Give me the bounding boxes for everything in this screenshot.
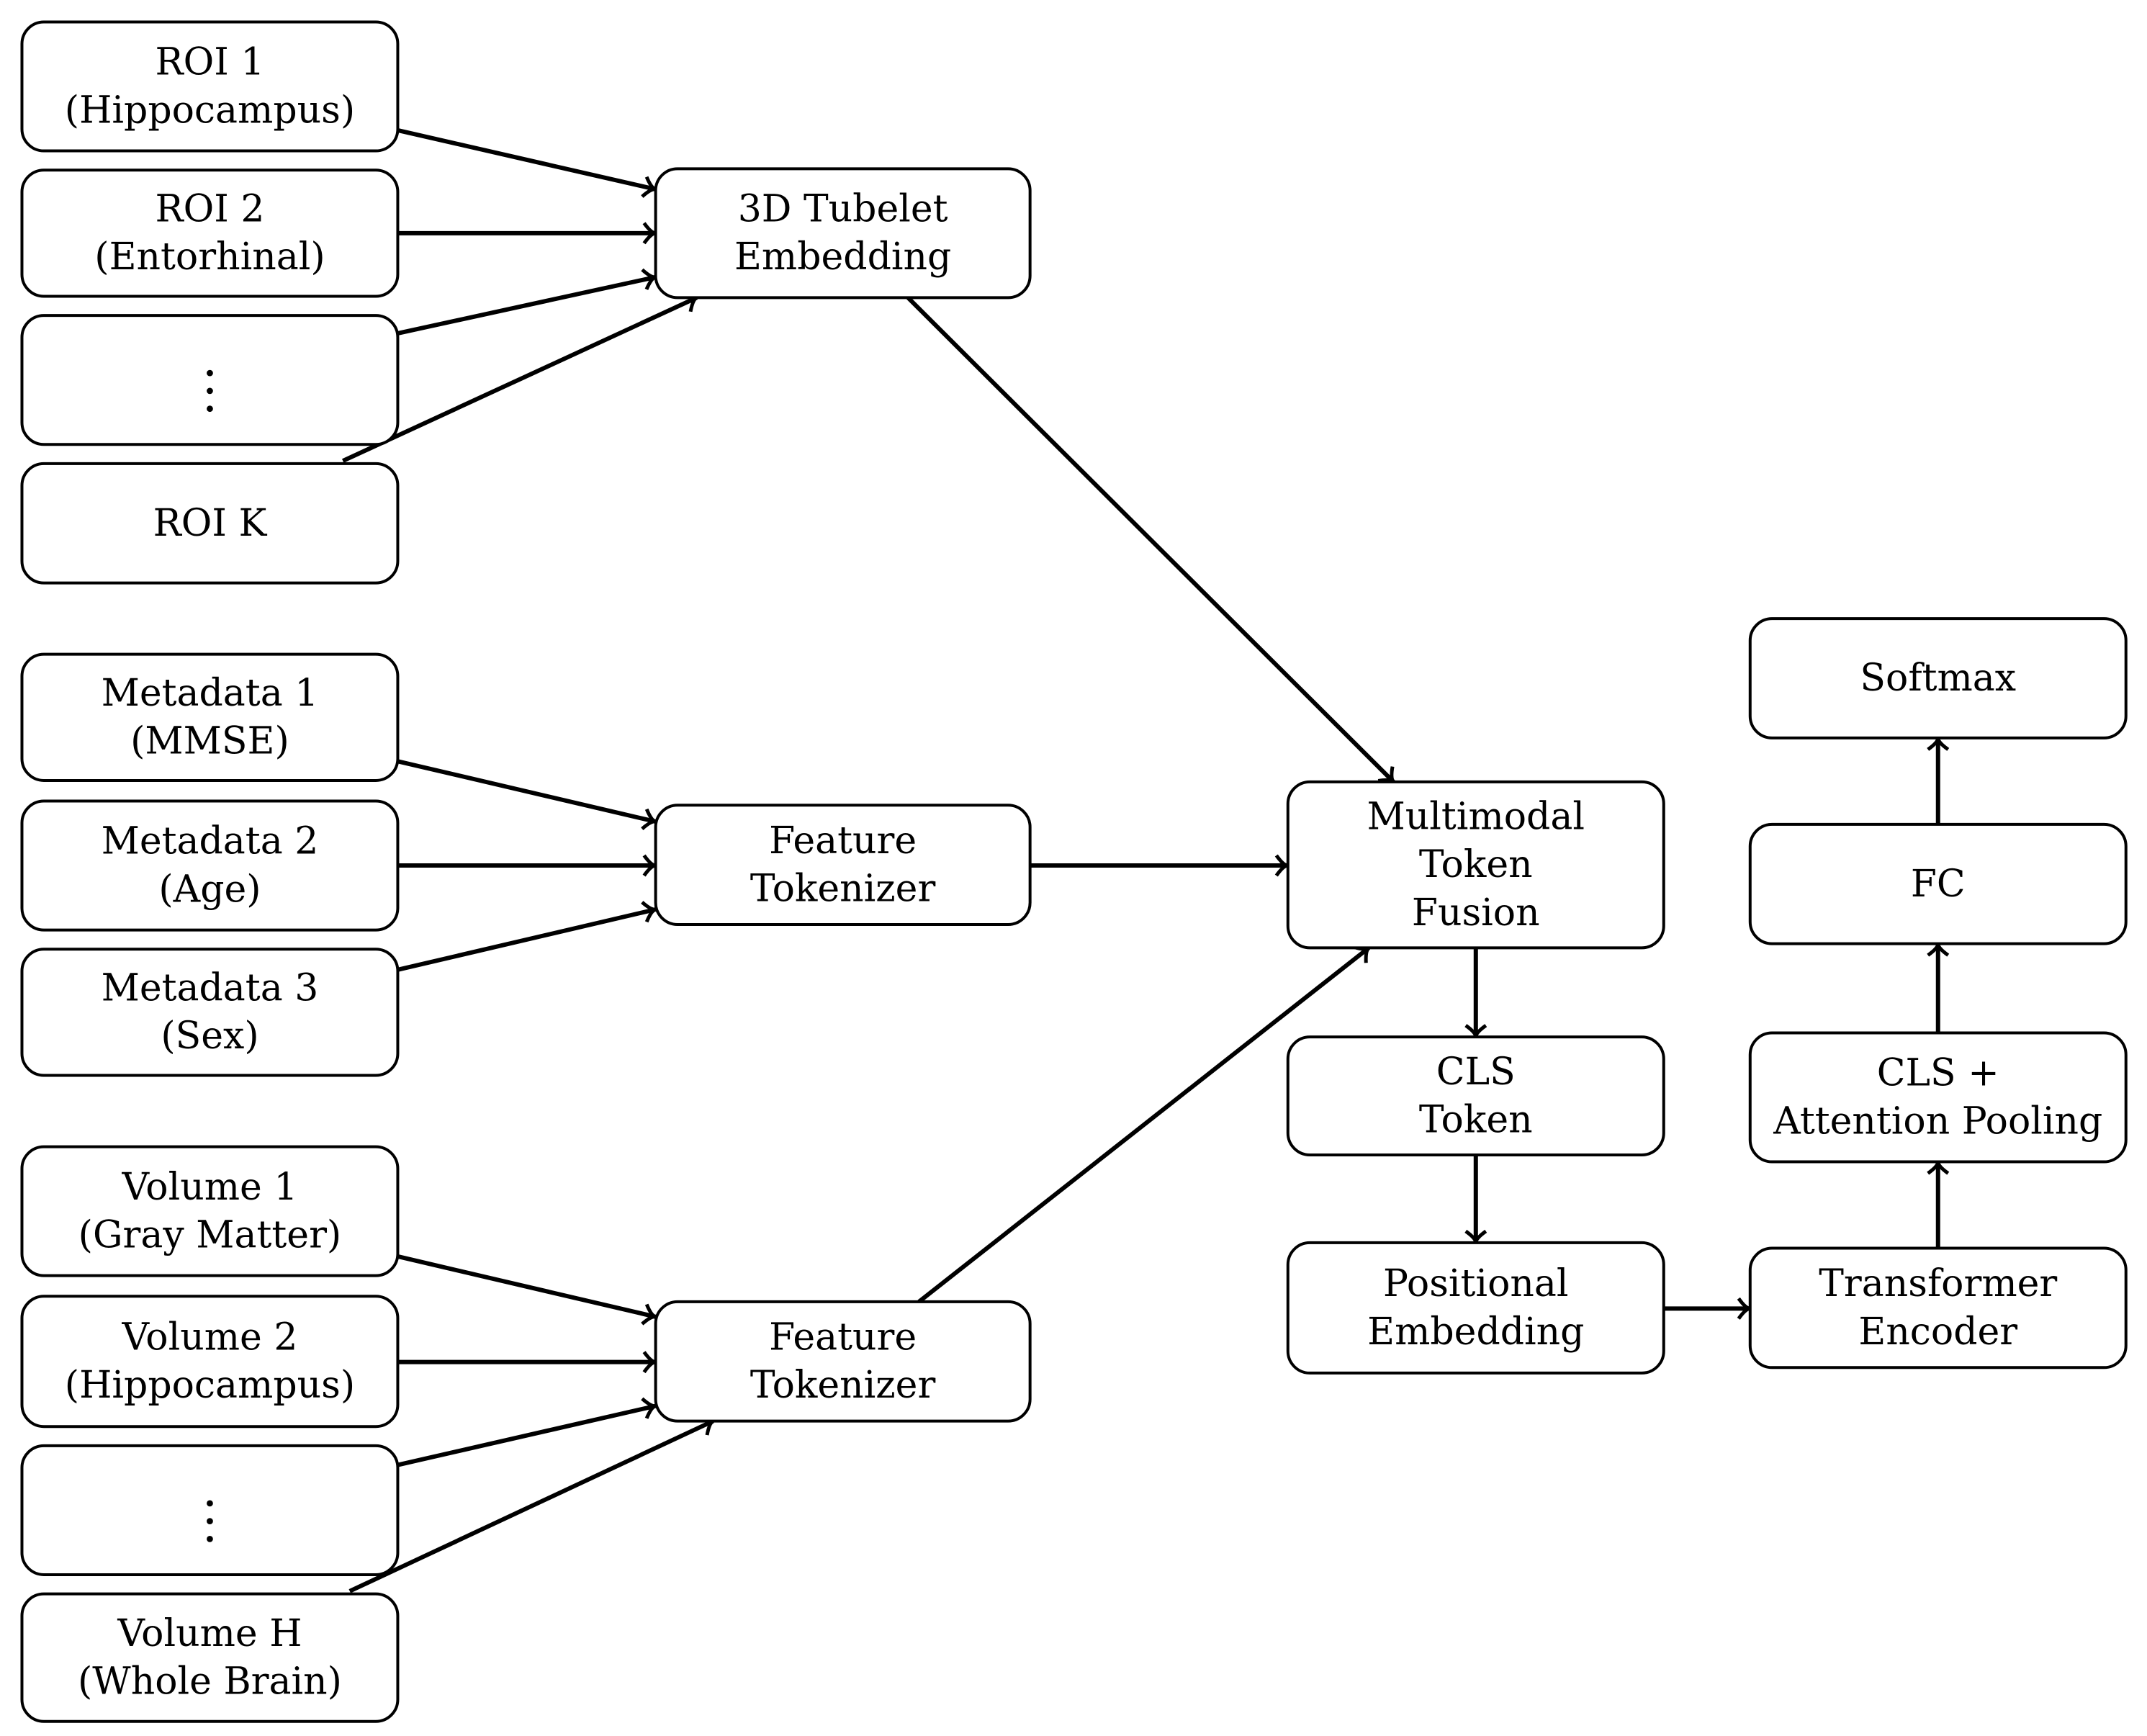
node-pooling: CLS +Attention Pooling [1748,1031,2128,1164]
node-label-meta1-1: (MMSE) [130,720,289,763]
node-meta1: Metadata 1 (MMSE) [20,652,400,782]
node-label-meta3-0: Metadata 3 [102,967,319,1010]
node-label-tok_meta-0: Feature [769,819,917,863]
node-box-vol2 [20,1295,400,1429]
node-label-meta1-0: Metadata 1 [102,672,319,715]
node-label-cls_token-0: CLS [1436,1051,1516,1094]
node-box-meta3 [20,948,400,1077]
node-label-pooling-1: Attention Pooling [1773,1099,2102,1143]
node-box-vol_ellipsis [20,1444,400,1576]
node-vol1: Volume 1(Gray Matter) [20,1145,400,1277]
node-box-tok_meta [654,804,1032,926]
nodes-layer: ROI 1 (Hippocampus) ROI 2(Entorhinal) ROI K… [20,20,2128,1723]
node-label-transformer-1: Encoder [1858,1310,2017,1354]
node-meta2: Metadata 2 (Age) [20,799,400,932]
node-box-meta1 [20,652,400,782]
node-roi2: ROI 2(Entorhinal) [20,168,400,298]
edge-roi1-to-tubelet [397,128,657,198]
node-label-fc-0: FC [1911,863,1966,906]
node-label-tubelet-0: 3D Tubelet [738,188,948,231]
node-label-positional-0: Positional [1383,1262,1568,1305]
node-box-roi1 [20,20,400,153]
node-label-roi1-1: (Hippocampus) [65,89,355,132]
node-box-tubelet [654,167,1032,300]
edge-meta1-to-tok_meta [397,759,657,830]
node-box-tok_vol [654,1300,1032,1423]
node-volh: Volume H (Whole Brain) [20,1592,400,1723]
node-box-pooling [1748,1031,2128,1164]
node-label-meta3-1: (Sex) [161,1015,258,1058]
node-meta3: Metadata 3 (Sex) [20,948,400,1077]
edge-vol_ellipsis-to-tok_vol [397,1397,657,1467]
node-label-meta2-0: Metadata 2 [102,820,319,863]
node-label-roik-0: ROI K [153,502,268,545]
edge-tubelet-to-fusion [906,296,1395,783]
node-label-softmax-0: Softmax [1860,657,2016,700]
node-fc: FC [1748,822,2128,945]
node-vol_ellipsis [20,1444,400,1576]
node-softmax: Softmax [1748,617,2128,739]
node-label-roi1-0: ROI 1 [155,41,264,84]
node-box-fc [1748,822,2128,945]
node-label-roi2-0: ROI 2 [155,188,264,231]
node-label-volh-0: Volume H [117,1612,302,1655]
edge-vol1-to-tok_vol [397,1254,657,1326]
node-box-fusion [1286,780,1665,950]
node-box-softmax [1748,617,2128,739]
vertical-ellipsis-icon [207,369,213,413]
edges-layer [341,128,1950,1593]
node-box-cls_token [1286,1035,1665,1157]
node-vol2: Volume 2 (Hippocampus) [20,1295,400,1429]
node-roi1: ROI 1 (Hippocampus) [20,20,400,153]
node-label-transformer-0: Transformer [1819,1262,2057,1305]
vertical-ellipsis-icon [207,1500,213,1542]
node-box-volh [20,1592,400,1723]
edge-roi_ellipsis-to-tubelet [397,268,657,336]
node-label-vol2-0: Volume 2 [122,1316,298,1359]
node-label-fusion-1: Token [1419,843,1533,886]
node-label-positional-1: Embedding [1367,1310,1584,1354]
node-box-roi_ellipsis [20,314,400,446]
node-box-transformer [1748,1246,2128,1370]
edge-volh-to-tok_vol [348,1415,714,1593]
node-box-roi2 [20,168,400,298]
node-label-cls_token-1: Token [1419,1098,1533,1141]
node-label-vol1-0: Volume 1 [122,1166,298,1209]
node-box-positional [1286,1241,1665,1375]
node-roi_ellipsis [20,314,400,446]
node-label-meta2-1: (Age) [158,868,261,911]
node-box-meta2 [20,799,400,932]
node-label-tok_meta-1: Tokenizer [750,867,936,910]
node-label-fusion-0: Multimodal [1367,795,1585,838]
node-label-vol2-1: (Hippocampus) [65,1364,355,1407]
node-box-vol1 [20,1145,400,1277]
node-box-roik [20,462,400,585]
node-roik: ROI K [20,462,400,585]
node-label-tok_vol-0: Feature [769,1316,917,1359]
node-label-fusion-2: Fusion [1412,891,1540,935]
node-label-roi2-1: (Entorhinal) [94,235,325,279]
node-label-volh-1: (Whole Brain) [78,1660,342,1704]
node-label-tok_vol-1: Tokenizer [750,1364,936,1407]
node-label-vol1-1: (Gray Matter) [78,1213,342,1256]
edge-roik-to-tubelet [341,292,698,463]
edge-meta3-to-tok_meta [397,901,657,972]
edge-tok_vol-to-fusion [917,945,1371,1304]
node-label-pooling-0: CLS + [1877,1052,1999,1095]
node-label-tubelet-1: Embedding [734,235,951,279]
